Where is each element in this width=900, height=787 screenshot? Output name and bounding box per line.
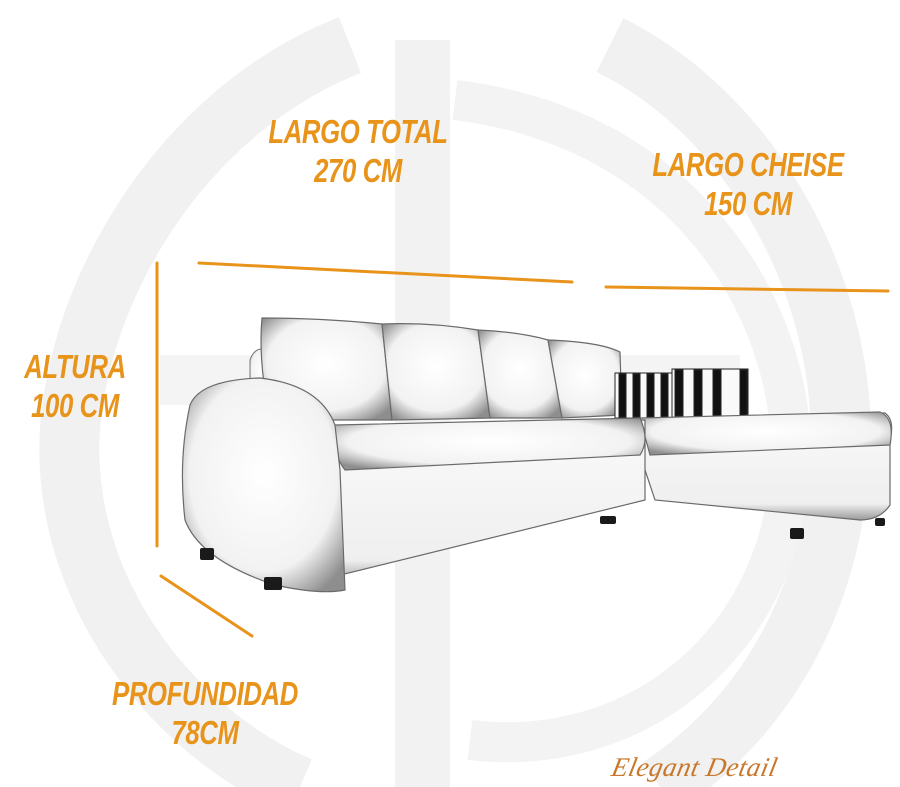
left-arm	[181, 377, 346, 593]
largo-total-label: LARGO TOTAL 270 CM	[257, 113, 460, 191]
profundidad-value: 78CM	[171, 713, 239, 751]
altura-label: ALTURA 100 CM	[0, 348, 157, 426]
largo-cheise-value: 150 CM	[704, 184, 792, 222]
largo-total-value: 270 CM	[314, 151, 402, 189]
profundidad-line	[159, 574, 254, 638]
largo-cheise-label: LARGO CHEISE 150 CM	[647, 146, 850, 224]
striped-pillows	[614, 368, 749, 419]
largo-total-line	[197, 261, 574, 284]
profundidad-label: PROFUNDIDAD 78CM	[92, 675, 318, 753]
profundidad-title: PROFUNDIDAD	[112, 675, 298, 712]
main-seat	[299, 417, 646, 586]
altura-value: 100 CM	[31, 386, 119, 424]
chaise	[639, 411, 893, 521]
largo-cheise-title: LARGO CHEISE	[652, 146, 844, 183]
largo-total-title: LARGO TOTAL	[268, 113, 448, 150]
largo-cheise-line	[604, 285, 890, 293]
brand-signature: Elegant Detail	[608, 752, 781, 782]
altura-title: ALTURA	[24, 348, 126, 385]
sofa-legs	[200, 516, 885, 590]
